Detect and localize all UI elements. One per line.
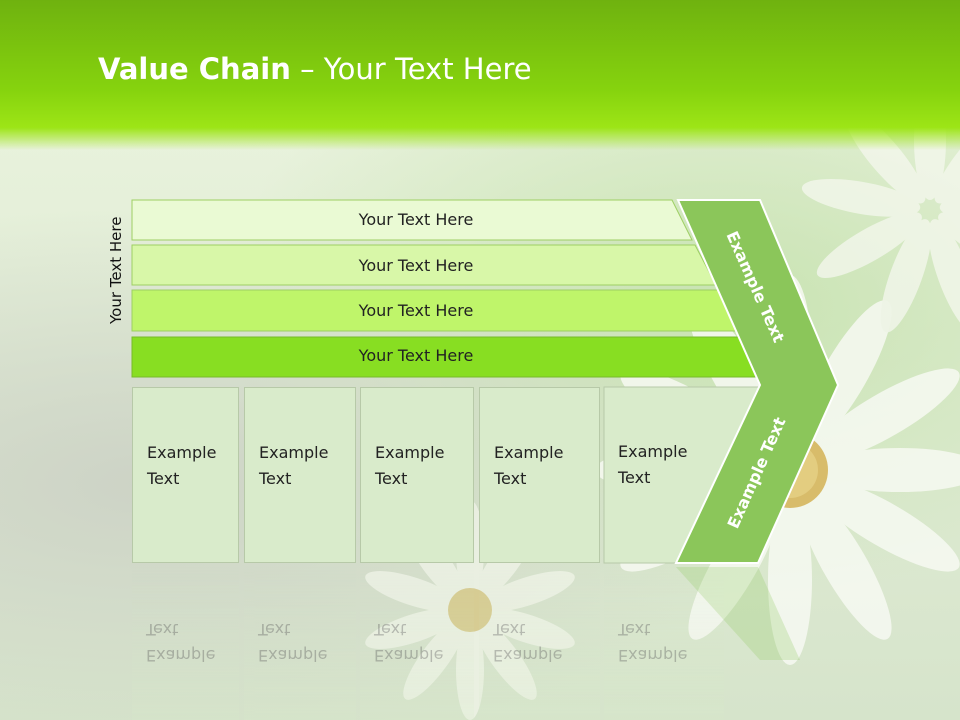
box-2-label: Example Text xyxy=(259,443,329,488)
row-3-label: Your Text Here xyxy=(358,301,474,320)
title-banner xyxy=(0,0,960,150)
box-4-reflection: Example Text xyxy=(479,565,600,720)
slide-title[interactable]: Value Chain – Your Text Here xyxy=(98,52,532,86)
box-4-reflection-text: Example Text xyxy=(493,620,563,665)
box-2-reflection-text: Example Text xyxy=(258,620,328,665)
row-4-label: Your Text Here xyxy=(358,346,474,365)
box-5-reflection: Example Text xyxy=(604,565,724,720)
chevron-shape[interactable] xyxy=(674,199,840,564)
box-4[interactable]: Example Text xyxy=(479,387,600,563)
box-3-reflection: Example Text xyxy=(360,565,474,720)
box-2-reflection: Example Text xyxy=(244,565,356,720)
box-1[interactable]: Example Text xyxy=(132,387,239,563)
box-3-reflection-text: Example Text xyxy=(374,620,444,665)
box-5[interactable]: Example Text xyxy=(604,387,724,563)
row-bar-1[interactable] xyxy=(131,199,693,241)
row-1-label: Your Text Here xyxy=(358,210,474,229)
box-1-reflection: Example Text xyxy=(132,565,239,720)
box-3-label: Example Text xyxy=(375,443,445,488)
box-2[interactable]: Example Text xyxy=(244,387,356,563)
box-1-reflection-text: Example Text xyxy=(146,620,216,665)
title-bold: Value Chain xyxy=(98,52,291,86)
chevron-reflection xyxy=(676,567,800,660)
box-1-label: Example Text xyxy=(147,443,217,488)
box-4-label: Example Text xyxy=(494,443,564,488)
row-2-label: Your Text Here xyxy=(358,256,474,275)
box-3[interactable]: Example Text xyxy=(360,387,474,563)
box-5-label: Example Text xyxy=(618,442,688,487)
box-5-reflection-text: Example Text xyxy=(618,620,688,665)
title-rest: – Your Text Here xyxy=(290,52,532,86)
